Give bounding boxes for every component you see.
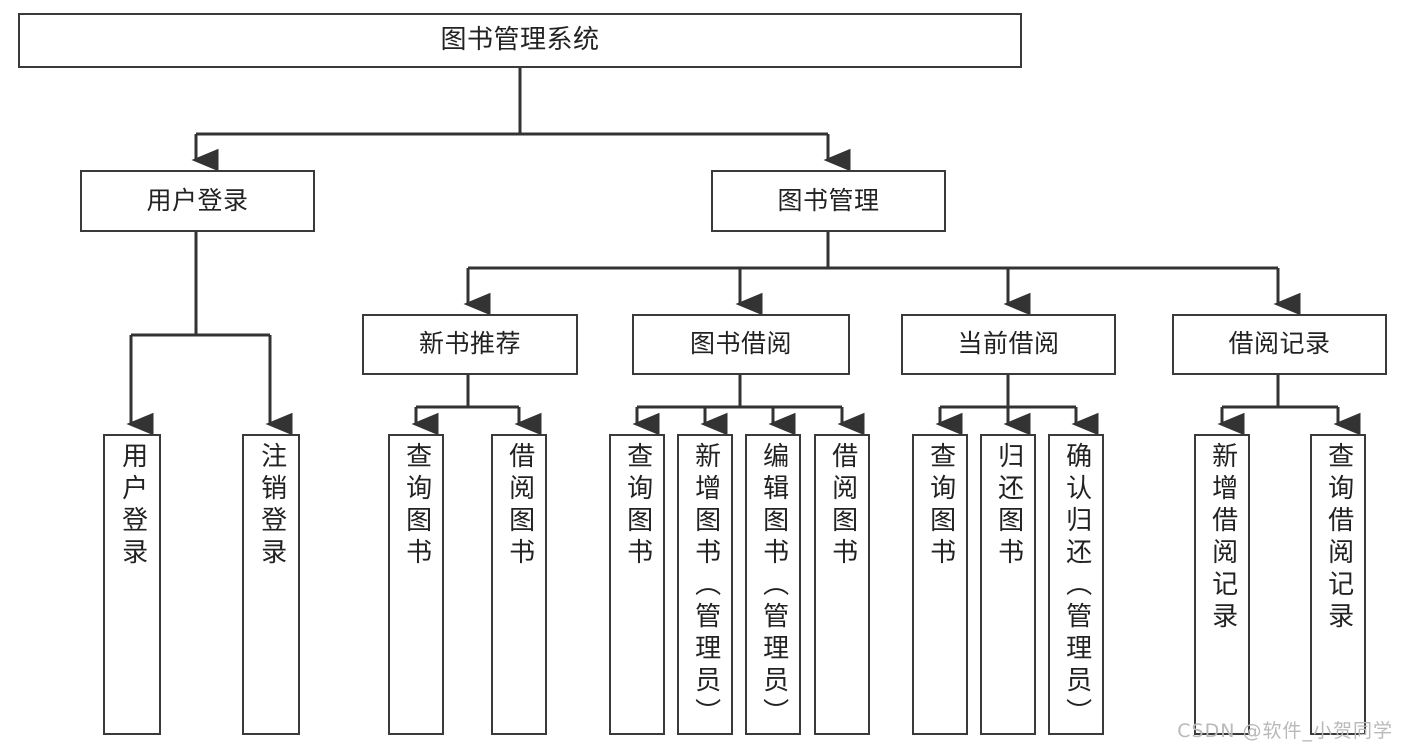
node-label: 图书管理系统 <box>440 24 600 55</box>
node-label: 图书管理 <box>777 185 880 215</box>
csdn-watermark: CSDN @软件_小贺同学 <box>1177 720 1393 742</box>
node-label: 归还图书 <box>993 442 1024 570</box>
node-leaf-query-borrow-record[interactable]: 查询借阅记录 <box>1310 434 1366 735</box>
node-label: 注销登录 <box>256 442 287 570</box>
node-label: 用户登录 <box>146 185 249 215</box>
node-leaf-user-login[interactable]: 用户登录 <box>103 434 161 735</box>
node-root-book-management-system[interactable]: 图书管理系统 <box>18 13 1022 68</box>
node-label: 新书推荐 <box>418 329 521 359</box>
node-label: 新增借阅记录 <box>1207 442 1238 634</box>
node-label: 用户登录 <box>117 442 148 570</box>
node-new-book-recommend[interactable]: 新书推荐 <box>362 314 578 375</box>
node-leaf-add-book-admin[interactable]: 新增图书（管理员） <box>677 434 733 735</box>
node-leaf-borrow-book[interactable]: 借阅图书 <box>814 434 870 735</box>
node-label: 确认归还（管理员） <box>1061 442 1092 730</box>
node-leaf-add-borrow-record[interactable]: 新增借阅记录 <box>1194 434 1250 735</box>
node-book-borrow[interactable]: 图书借阅 <box>632 314 850 375</box>
node-leaf-confirm-return-admin[interactable]: 确认归还（管理员） <box>1048 434 1104 735</box>
node-label: 借阅图书 <box>827 442 858 570</box>
node-borrow-record[interactable]: 借阅记录 <box>1172 314 1387 375</box>
node-label: 借阅记录 <box>1228 329 1331 359</box>
node-book-management[interactable]: 图书管理 <box>711 170 946 232</box>
node-leaf-edit-book-admin[interactable]: 编辑图书（管理员） <box>745 434 801 735</box>
node-label: 图书借阅 <box>689 329 792 359</box>
node-label: 新增图书（管理员） <box>690 442 721 730</box>
node-label: 编辑图书（管理员） <box>758 442 789 730</box>
node-label: 查询图书 <box>925 442 956 570</box>
node-label: 查询图书 <box>401 442 432 570</box>
node-label: 查询图书 <box>622 442 653 570</box>
node-label: 查询借阅记录 <box>1323 442 1354 634</box>
node-current-borrow[interactable]: 当前借阅 <box>901 314 1116 375</box>
node-leaf-query-book-borrow[interactable]: 查询图书 <box>609 434 665 735</box>
node-label: 借阅图书 <box>504 442 535 570</box>
node-label: 当前借阅 <box>957 329 1060 359</box>
node-user-login[interactable]: 用户登录 <box>80 170 315 232</box>
node-leaf-query-book-recommend[interactable]: 查询图书 <box>388 434 444 735</box>
node-leaf-borrow-book-recommend[interactable]: 借阅图书 <box>491 434 547 735</box>
node-leaf-query-book-current[interactable]: 查询图书 <box>912 434 968 735</box>
node-leaf-return-book[interactable]: 归还图书 <box>980 434 1036 735</box>
node-leaf-logout[interactable]: 注销登录 <box>242 434 300 735</box>
